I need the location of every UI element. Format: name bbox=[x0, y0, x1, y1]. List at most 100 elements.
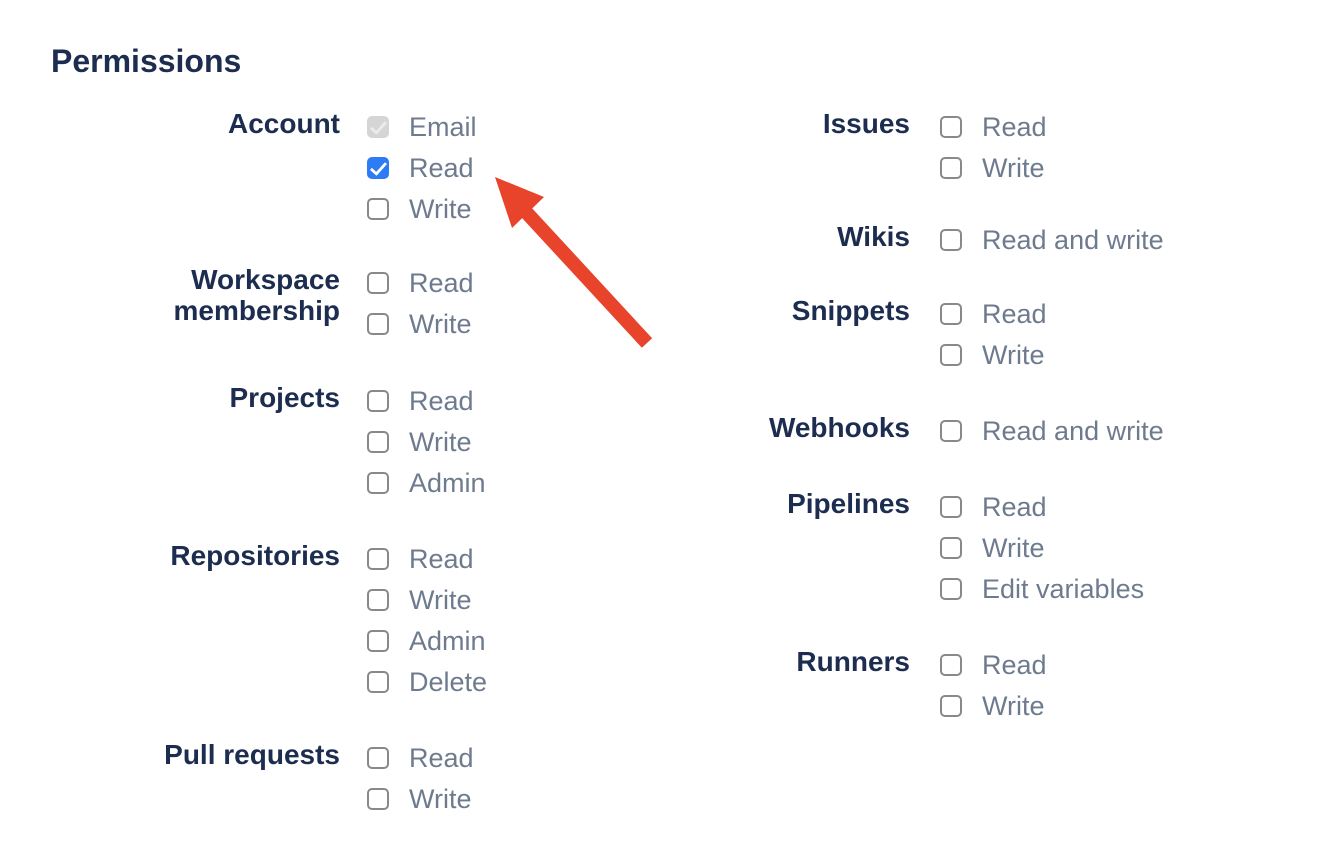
checkbox-row-pipelines-write[interactable]: Write bbox=[940, 533, 1144, 563]
account-write-checkbox[interactable] bbox=[367, 198, 389, 220]
checkbox-row-issues-write[interactable]: Write bbox=[940, 153, 1047, 183]
permission-group-webhooks: Webhooks Read and write bbox=[710, 412, 1164, 446]
checkbox-label: Read bbox=[982, 650, 1047, 680]
checkbox-label: Edit variables bbox=[982, 574, 1145, 604]
page-title: Permissions bbox=[51, 43, 242, 79]
projects-write-checkbox[interactable] bbox=[367, 431, 389, 453]
checkbox-label: Write bbox=[982, 340, 1045, 370]
permission-group-label: Snippets bbox=[791, 295, 910, 326]
permission-group-repositories: Repositories Read Write Admin Delete bbox=[0, 540, 488, 697]
webhooks-read-and-write-checkbox[interactable] bbox=[940, 420, 962, 442]
wikis-read-and-write-checkbox[interactable] bbox=[940, 229, 962, 251]
permission-group-label: Workspace membership bbox=[173, 264, 341, 326]
permission-group-label: Webhooks bbox=[768, 412, 910, 443]
snippets-write-checkbox[interactable] bbox=[940, 344, 962, 366]
permission-group-pipelines: Pipelines Read Write Edit variables bbox=[710, 488, 1164, 604]
permission-group-projects: Projects Read Write Admin bbox=[0, 382, 487, 498]
checkbox-label: Read bbox=[409, 544, 474, 574]
permission-group-label: Wikis bbox=[837, 221, 910, 252]
permissions-column-right: Issues Read Write Wikis Read and write S… bbox=[710, 108, 1164, 721]
permission-group-pull-requests: Pull requests Read Write bbox=[0, 739, 487, 814]
arrow-shaft bbox=[520, 207, 653, 348]
workspace-read-checkbox[interactable] bbox=[367, 272, 389, 294]
checkbox-label: Delete bbox=[409, 667, 488, 697]
checkbox-label: Write bbox=[409, 194, 472, 224]
snippets-read-checkbox[interactable] bbox=[940, 303, 962, 325]
repositories-read-checkbox[interactable] bbox=[367, 548, 389, 570]
checkbox-label: Write bbox=[982, 691, 1045, 721]
pull-requests-read-checkbox[interactable] bbox=[367, 747, 389, 769]
checkbox-label: Write bbox=[982, 533, 1045, 563]
checkbox-label: Email bbox=[409, 112, 477, 142]
checkbox-label: Admin bbox=[409, 626, 486, 656]
permission-group-label: Pipelines bbox=[787, 488, 910, 519]
checkbox-row-runners-write[interactable]: Write bbox=[940, 691, 1047, 721]
checkbox-row-repositories-admin[interactable]: Admin bbox=[367, 626, 487, 656]
checkbox-row-projects-read[interactable]: Read bbox=[367, 386, 486, 416]
checkbox-row-webhooks-read-and-write[interactable]: Read and write bbox=[940, 416, 1164, 446]
runners-write-checkbox[interactable] bbox=[940, 695, 962, 717]
checkbox-label: Read bbox=[409, 153, 474, 183]
projects-read-checkbox[interactable] bbox=[367, 390, 389, 412]
checkbox-label: Read bbox=[409, 268, 474, 298]
checkbox-row-snippets-read[interactable]: Read bbox=[940, 299, 1047, 329]
checkbox-row-issues-read[interactable]: Read bbox=[940, 112, 1047, 142]
checkbox-label: Read and write bbox=[982, 225, 1164, 255]
checkbox-row-workspace-write[interactable]: Write bbox=[367, 309, 474, 339]
checkbox-row-projects-admin[interactable]: Admin bbox=[367, 468, 486, 498]
checkbox-label: Read bbox=[409, 743, 474, 773]
repositories-admin-checkbox[interactable] bbox=[367, 630, 389, 652]
checkbox-label: Write bbox=[409, 784, 472, 814]
permission-group-issues: Issues Read Write bbox=[710, 108, 1164, 183]
checkbox-row-projects-write[interactable]: Write bbox=[367, 429, 486, 456]
checkbox-label: Read bbox=[982, 299, 1047, 329]
repositories-delete-checkbox[interactable] bbox=[367, 671, 389, 693]
permission-group-account: Account Email Read Write bbox=[0, 108, 487, 224]
checkbox-row-pull-requests-write[interactable]: Write bbox=[367, 784, 474, 814]
checkbox-row-account-write[interactable]: Write bbox=[367, 194, 477, 224]
account-email-checkbox bbox=[367, 116, 389, 138]
permissions-column-left: Account Email Read Write Workspace membe… bbox=[0, 108, 488, 814]
pipelines-read-checkbox[interactable] bbox=[940, 496, 962, 518]
permission-group-label: Runners bbox=[796, 646, 910, 677]
account-read-checkbox[interactable] bbox=[367, 157, 389, 179]
permission-group-label: Projects bbox=[229, 382, 341, 413]
permission-group-label: Pull requests bbox=[164, 739, 340, 770]
checkbox-row-snippets-write[interactable]: Write bbox=[940, 340, 1047, 370]
checkbox-row-account-read[interactable]: Read bbox=[367, 153, 477, 183]
permission-group-label: Account bbox=[228, 108, 340, 139]
checkbox-row-pull-requests-read[interactable]: Read bbox=[367, 743, 474, 773]
repositories-write-checkbox[interactable] bbox=[367, 589, 389, 611]
permission-group-workspace-membership: Workspace membership Read Write bbox=[0, 264, 487, 339]
issues-read-checkbox[interactable] bbox=[940, 116, 962, 138]
permission-group-snippets: Snippets Read Write bbox=[710, 295, 1164, 370]
issues-write-checkbox[interactable] bbox=[940, 157, 962, 179]
pipelines-edit-variables-checkbox[interactable] bbox=[940, 578, 962, 600]
checkbox-label: Write bbox=[409, 585, 472, 615]
checkbox-row-pipelines-read[interactable]: Read bbox=[940, 492, 1144, 522]
checkbox-label: Read bbox=[409, 386, 474, 416]
pipelines-write-checkbox[interactable] bbox=[940, 537, 962, 559]
checkbox-label: Write bbox=[409, 309, 472, 339]
checkbox-row-wikis-read-and-write[interactable]: Read and write bbox=[940, 225, 1164, 255]
checkbox-label: Read bbox=[982, 112, 1047, 142]
permission-group-runners: Runners Read Write bbox=[710, 646, 1164, 721]
runners-read-checkbox[interactable] bbox=[940, 654, 962, 676]
pull-requests-write-checkbox[interactable] bbox=[367, 788, 389, 810]
checkbox-row-runners-read[interactable]: Read bbox=[940, 650, 1047, 680]
checkbox-label: Admin bbox=[409, 468, 486, 498]
checkbox-row-repositories-delete[interactable]: Delete bbox=[367, 667, 488, 697]
permission-group-label: Issues bbox=[822, 108, 910, 139]
workspace-write-checkbox[interactable] bbox=[367, 313, 389, 335]
permission-group-label: Repositories bbox=[170, 540, 340, 571]
checkbox-row-workspace-read[interactable]: Read bbox=[367, 268, 474, 298]
arrow-head bbox=[495, 177, 544, 228]
checkbox-row-repositories-write[interactable]: Write bbox=[367, 585, 487, 615]
checkbox-label: Read bbox=[982, 492, 1047, 522]
projects-admin-checkbox[interactable] bbox=[367, 472, 389, 494]
checkbox-row-repositories-read[interactable]: Read bbox=[367, 544, 487, 574]
checkbox-row-account-email: Email bbox=[367, 112, 477, 142]
checkbox-label: Read and write bbox=[982, 416, 1164, 446]
checkbox-row-pipelines-edit-variables[interactable]: Edit variables bbox=[940, 574, 1145, 604]
checkbox-label: Write bbox=[982, 153, 1045, 183]
